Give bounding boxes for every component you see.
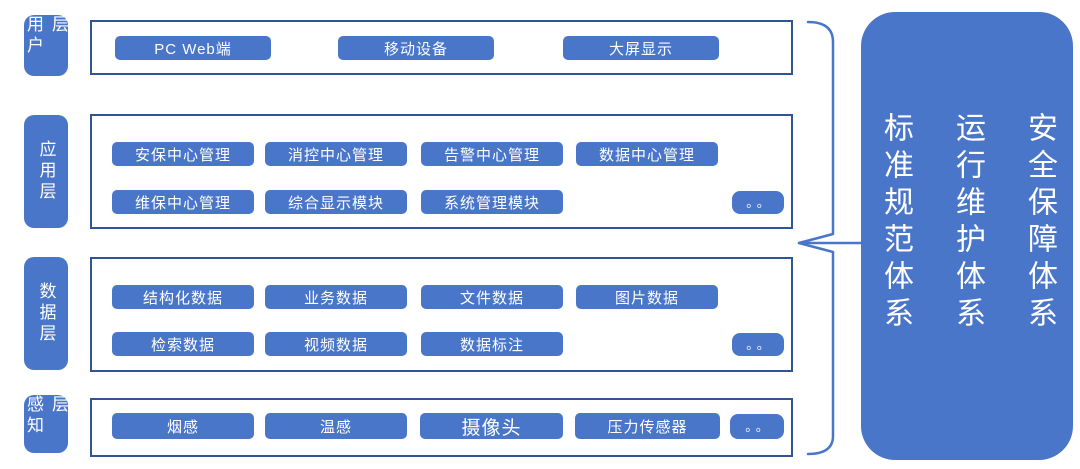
large-screen-display-chip: 大屏显示: [563, 36, 719, 60]
operation-maintenance-system-label: 运行维护体系: [951, 112, 984, 334]
temperature-sensor-chip: 温感: [265, 413, 407, 439]
camera-chip: 摄像头: [420, 413, 563, 439]
business-data-chip: 业务数据: [265, 285, 407, 309]
perception-more-ellipsis: 。。: [730, 414, 784, 439]
user-layer-frame: PC Web端 移动设备 大屏显示: [90, 20, 793, 75]
file-data-chip: 文件数据: [421, 285, 563, 309]
data-center-management-chip: 数据中心管理: [576, 142, 718, 166]
mobile-device-chip: 移动设备: [338, 36, 494, 60]
image-data-chip: 图片数据: [576, 285, 718, 309]
smoke-sensor-chip: 烟感: [112, 413, 254, 439]
layer-label-data: 数据层: [24, 257, 68, 370]
data-annotation-chip: 数据标注: [421, 332, 563, 356]
layer-label-perception: 感知层: [24, 395, 68, 453]
data-more-ellipsis: 。。: [732, 333, 784, 356]
system-management-module-chip: 系统管理模块: [421, 190, 563, 214]
pc-web-terminal-chip: PC Web端: [115, 36, 271, 60]
support-systems-panel: 标准规范体系 运行维护体系 安全保障体系: [861, 12, 1073, 460]
pressure-sensor-chip: 压力传感器: [575, 413, 720, 439]
layer-label-application: 应用层: [24, 115, 68, 228]
application-more-ellipsis: 。。: [732, 191, 784, 214]
alarm-center-management-chip: 告警中心管理: [421, 142, 563, 166]
integrated-display-module-chip: 综合显示模块: [265, 190, 407, 214]
standards-specification-system-label: 标准规范体系: [879, 112, 912, 334]
perception-layer-frame: 烟感 温感 摄像头 压力传感器 。。: [90, 398, 793, 457]
security-center-management-chip: 安保中心管理: [112, 142, 254, 166]
structured-data-chip: 结构化数据: [112, 285, 254, 309]
curly-brace-icon: [797, 20, 864, 456]
retrieval-data-chip: 检索数据: [112, 332, 254, 356]
application-layer-frame: 安保中心管理 消控中心管理 告警中心管理 数据中心管理 维保中心管理 综合显示模…: [90, 114, 793, 229]
data-layer-frame: 结构化数据 业务数据 文件数据 图片数据 检索数据 视频数据 数据标注 。。: [90, 257, 793, 372]
maintenance-center-management-chip: 维保中心管理: [112, 190, 254, 214]
security-assurance-system-label: 安全保障体系: [1023, 112, 1056, 334]
video-data-chip: 视频数据: [265, 332, 407, 356]
layer-label-user: 用户层: [24, 15, 68, 76]
fire-control-center-management-chip: 消控中心管理: [265, 142, 407, 166]
